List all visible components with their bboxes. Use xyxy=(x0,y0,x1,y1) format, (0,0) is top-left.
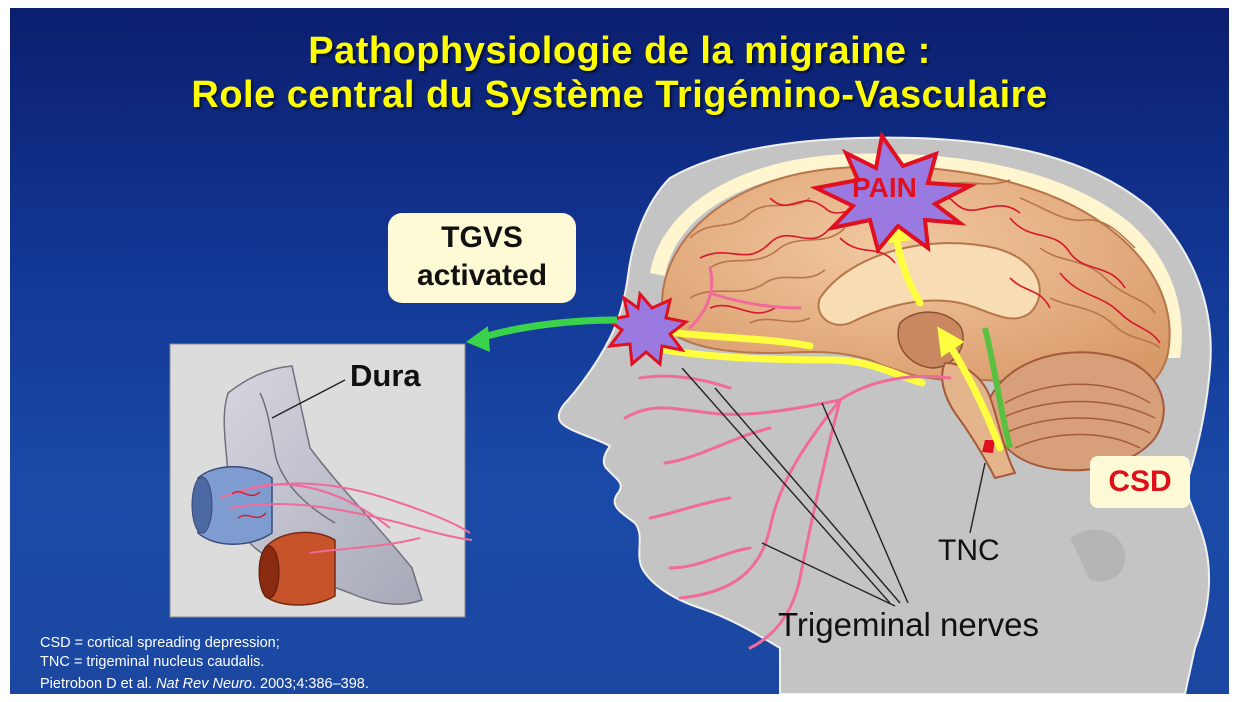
callout-line-2: activated xyxy=(388,257,576,295)
footnote-citation: Pietrobon D et al. Nat Rev Neuro. 2003;4… xyxy=(40,675,369,694)
footnote-tnc: TNC = trigeminal nucleus caudalis. xyxy=(40,653,264,672)
blue-vessel-opening xyxy=(192,477,212,533)
citation-authors: Pietrobon D et al. xyxy=(40,676,152,692)
citation-rest: . 2003;4:386–398. xyxy=(252,676,369,692)
red-vessel-opening xyxy=(259,546,279,598)
csd-label: CSD xyxy=(1090,456,1190,508)
tnc-label: TNC xyxy=(938,534,1000,568)
slide: Pathophysiologie de la migraine : Role c… xyxy=(10,8,1229,694)
citation-journal: Nat Rev Neuro xyxy=(156,676,252,692)
callout-line-1: TGVS xyxy=(388,219,576,257)
diagram-illustration xyxy=(10,8,1229,694)
tgvs-activated-callout: TGVS activated xyxy=(388,213,576,303)
green-arrow-head xyxy=(466,326,490,352)
footnote-csd: CSD = cortical spreading depression; xyxy=(40,634,280,653)
pain-label: PAIN xyxy=(852,172,917,204)
trigeminal-nerves-label: Trigeminal nerves xyxy=(778,606,1039,644)
green-arrow-shaft xyxy=(480,320,617,338)
dura-label: Dura xyxy=(350,358,421,394)
